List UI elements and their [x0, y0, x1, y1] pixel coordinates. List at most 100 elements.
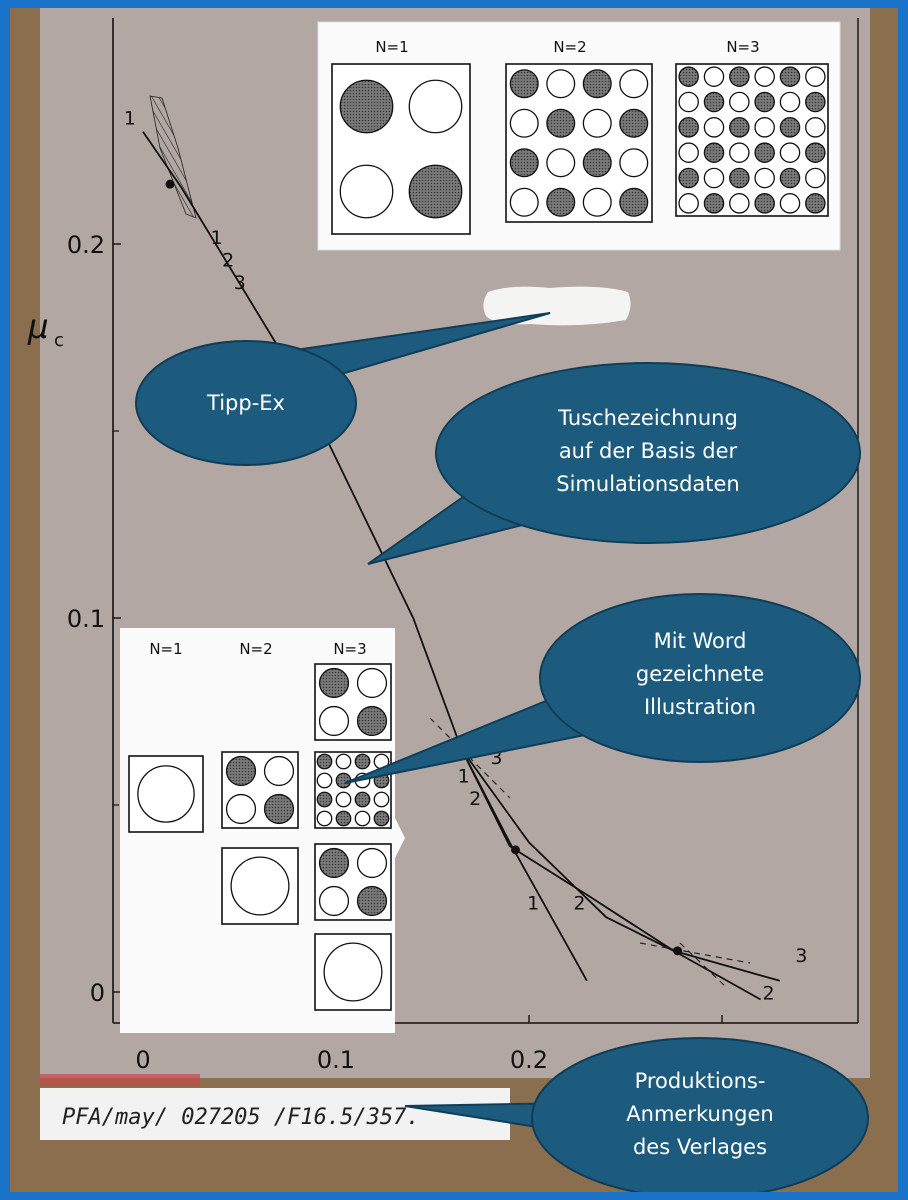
inset-bottom-grid-n3-b-circle: [373, 791, 390, 808]
inset-top-grid-n3-circle: [729, 91, 750, 113]
inset-top-grid-n3-circle: [779, 117, 801, 138]
inset-top-grid-n2-circle: [509, 148, 539, 178]
y-axis-label: μ: [27, 307, 48, 347]
inset-top-grid-n2-circle: [509, 187, 539, 217]
x-tick-label-0: 0: [135, 1046, 150, 1074]
inset-top-grid-n1-circle: [408, 79, 463, 134]
inset-top-grid-n3-circle: [805, 117, 826, 138]
inset-top-grid-n3-circle: [729, 167, 750, 189]
inset-top-grid-n2-circle: [546, 148, 576, 178]
inset-top-grid-n3-circle: [805, 142, 826, 163]
series-line-3: [460, 748, 781, 982]
inset-bottom-grid-n3-a-circle: [356, 705, 388, 737]
callout-tusche-line1: Tuschezeichnung: [557, 406, 738, 430]
inset-bottom-grid-n3-b-circle: [316, 753, 333, 770]
inset-top-grid-n2-circle: [546, 187, 576, 217]
inset-top-grid-n3-circle: [754, 142, 775, 163]
inset-bottom-label-n1: N=1: [149, 640, 182, 658]
inset-top-grid-n3-circle: [754, 66, 775, 87]
inset-top-grid-n2-circle: [619, 69, 649, 99]
inset-top-grid-n3-circle: [678, 66, 699, 87]
callout-tippex: Tipp-Ex: [135, 312, 551, 466]
inset-bottom-grid-n3-c-circle: [318, 885, 350, 917]
inset-bottom-grid-n3-b-circle: [354, 753, 371, 770]
inset-bottom-grid-n3-d-circle: [323, 942, 383, 1002]
inset-top-grid-n3-circle: [703, 193, 725, 214]
y-tick-label-2: 0.2: [67, 231, 105, 259]
production-strip: [40, 1088, 510, 1140]
inset-top-grid-n3-circle: [805, 193, 826, 214]
inset-bottom-grid-n3-c-circle: [356, 847, 388, 879]
inset-top-grid-n3-circle: [703, 167, 725, 189]
red-tape-mark: [40, 1074, 200, 1086]
inset-top-grid-n3-circle: [703, 117, 725, 138]
tippex-patch: [483, 286, 631, 326]
callout-tusche-line3: Simulationsdaten: [556, 472, 739, 496]
curve-label-9: 3: [795, 945, 807, 967]
callout-produktion-line3: des Verlages: [633, 1135, 767, 1159]
inset-bottom-label-n3: N=3: [333, 640, 366, 658]
callout-word: Mit Word gezeichnete Illustration: [344, 593, 861, 784]
inset-top-grid-n3-circle: [703, 66, 725, 87]
callout-produktion-line2: Anmerkungen: [626, 1102, 773, 1126]
production-handwriting: PFA/may/ 027205 /F16.5/357.: [62, 1105, 420, 1130]
series-line-1: [142, 131, 588, 982]
y-tick-label-0: 0: [90, 979, 105, 1007]
curve-label-8: 2: [573, 893, 585, 915]
y-axis-ticks: 0 0.1 0.2: [67, 231, 121, 1007]
inset-top-grid-n3-circle: [779, 167, 801, 189]
inset-top-grid-n3-circle: [729, 117, 750, 138]
inset-bottom-grid-n3-c-circle: [356, 885, 388, 917]
inset-top-grid-n3: [675, 63, 829, 217]
inset-top-grid-n3-circle: [779, 142, 801, 163]
inset-top-grid-n3-circle: [754, 91, 775, 113]
inset-top-grid-n2-circle: [509, 69, 539, 99]
marked-point-0: [165, 179, 175, 189]
y-tick-label-1: 0.1: [67, 605, 105, 633]
marked-point-2: [510, 845, 520, 855]
callout-tusche-line2: auf der Basis der: [559, 439, 738, 463]
inset-bottom-grid-n3-b-circle: [354, 810, 371, 827]
curve-label-6: 2: [469, 788, 481, 810]
callout-produktion: Produktions- Anmerkungen des Verlages: [404, 1037, 869, 1192]
y-axis-label-subscript: c: [54, 330, 64, 351]
inset-top: N=1 N=2 N=3: [317, 21, 841, 251]
inset-top-grid-n3-circle: [703, 142, 725, 163]
inset-bottom-grid-n1-a-circle: [137, 765, 195, 823]
series-line-2: [460, 748, 762, 1001]
inset-top-grid-n2-circle: [582, 148, 612, 178]
inset-bottom-grid-n2-a-circle: [225, 793, 257, 825]
hatched-uncertainty-region: [149, 95, 197, 219]
curve-label-7: 1: [527, 893, 539, 915]
inset-bottom-grid-n2-a-circle: [263, 755, 295, 787]
marked-point-3: [673, 946, 683, 956]
inset-top-grid-n2-circle: [509, 108, 539, 138]
curve-label-2: 2: [222, 249, 234, 271]
inset-top-grid-n2-circle: [582, 108, 612, 138]
inset-top-grid-n2-circle: [546, 108, 576, 138]
inset-bottom: N=1 N=2 N=3: [120, 628, 405, 1033]
inset-top-grid-n2-circle: [619, 187, 649, 217]
inset-bottom-label-n2: N=2: [239, 640, 272, 658]
inset-top-grid-n3-circle: [678, 117, 699, 138]
inset-top-grid-n2-circle: [582, 187, 612, 217]
callout-tippex-text: Tipp-Ex: [206, 391, 285, 415]
inset-top-grid-n1-circle: [339, 79, 394, 134]
inset-top-label-n2: N=2: [553, 38, 586, 56]
inset-top-grid-n3-circle: [779, 66, 801, 87]
series-layer: [142, 131, 781, 1001]
curve-label-0: 1: [124, 107, 136, 129]
inset-top-grid-n3-circle: [678, 91, 699, 113]
callout-word-line3: Illustration: [644, 695, 756, 719]
inset-top-grid-n2-circle: [546, 69, 576, 99]
inset-top-grid-n3-circle: [729, 193, 750, 214]
inset-top-grid-n2-circle: [619, 148, 649, 178]
curve-label-5: 1: [458, 766, 470, 788]
curve-label-1: 1: [211, 227, 223, 249]
inset-bottom-grid-n3-b-circle: [316, 791, 333, 808]
inset-top-grid-n3-circle: [754, 117, 775, 138]
inset-top-grid-n3-circle: [805, 66, 826, 87]
inset-bottom-grid-n3-b-circle: [335, 810, 352, 827]
